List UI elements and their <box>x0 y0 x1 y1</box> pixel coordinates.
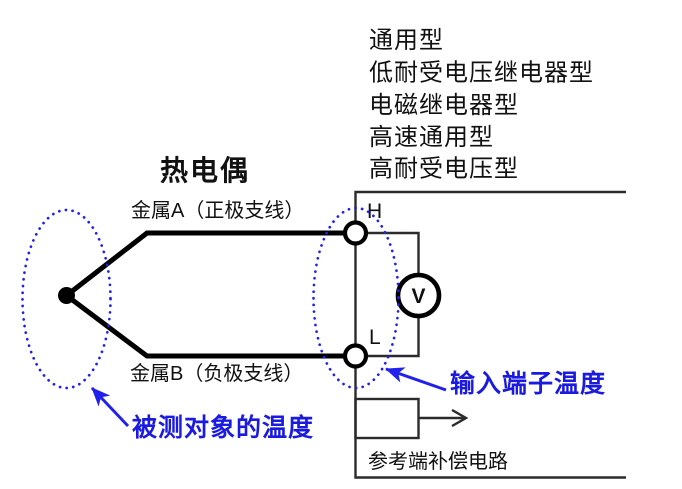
terminal-l-label: L <box>369 326 381 349</box>
compensation-label: 参考端补偿电路 <box>368 450 508 473</box>
metal-a-label: 金属A（正极支线） <box>131 199 304 222</box>
terminal-h-circle <box>342 220 369 246</box>
instrument-box-outline <box>354 190 626 479</box>
instrument-type-item: 通用型 <box>369 27 444 54</box>
input-temp-label: 输入端子温度 <box>450 369 606 398</box>
terminal-l-circle <box>342 343 369 369</box>
instrument-type-item: 低耐受电压继电器型 <box>369 60 594 87</box>
terminal-h-label: H <box>367 200 382 223</box>
voltmeter-label: V <box>411 285 425 308</box>
instrument-type-item: 高耐受电压型 <box>369 156 519 183</box>
voltmeter-wire-bottom <box>366 316 420 358</box>
instrument-type-item: 高速通用型 <box>369 124 494 151</box>
terminal-temp-ellipse <box>312 206 400 390</box>
instrument-type-item: 电磁继电器型 <box>369 92 519 119</box>
measured-temp-ellipse <box>21 208 112 390</box>
metal-b-label: 金属B（负极支线） <box>130 362 303 385</box>
wire-metal-b <box>64 293 346 359</box>
voltmeter-circle <box>395 272 442 319</box>
voltmeter-wire-top <box>366 231 420 275</box>
measuring-junction-dot <box>58 287 75 304</box>
measured-temp-arrow <box>90 386 130 428</box>
thermocouple-title: 热电偶 <box>160 155 250 186</box>
input-temp-arrow <box>385 367 447 392</box>
measured-temp-label: 被测对象的温度 <box>132 413 314 442</box>
wire-metal-a <box>64 230 346 298</box>
compensation-block <box>354 397 420 440</box>
